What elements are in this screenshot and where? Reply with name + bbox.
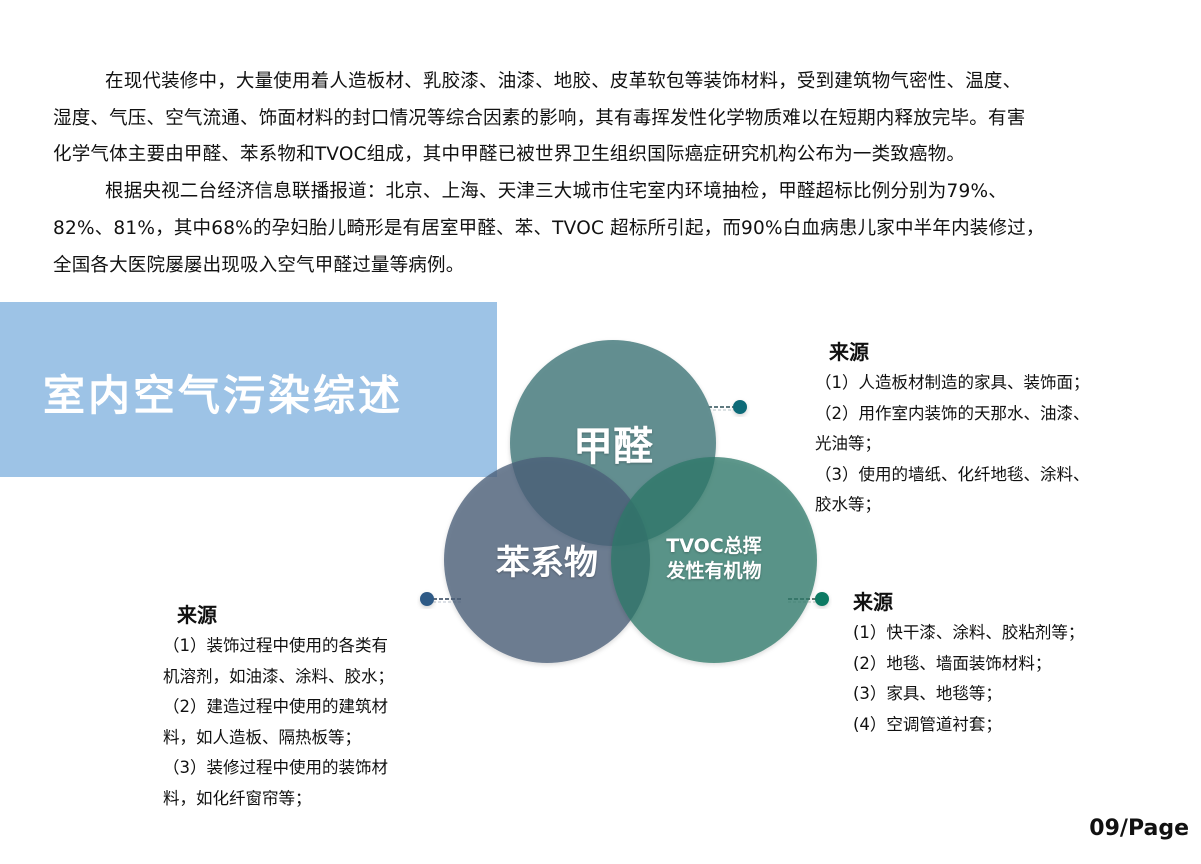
source-line: （3）装修过程中使用的装饰材 bbox=[163, 758, 388, 777]
label-benzene: 苯系物 bbox=[496, 543, 598, 583]
label-tvoc-line1: TVOC总挥 bbox=[666, 535, 762, 557]
dot-left-icon bbox=[420, 592, 434, 606]
circle-tvoc bbox=[611, 457, 817, 663]
source-line: （2）建造过程中使用的建筑材 bbox=[163, 697, 388, 716]
source-line: 胶水等； bbox=[815, 495, 881, 514]
intro-p1-line2: 湿度、气压、空气流通、饰面材料的封口情况等综合因素的影响，其有毒挥发性化学物质难… bbox=[53, 107, 1026, 129]
source-line: (3）家具、地毯等； bbox=[853, 684, 1002, 703]
source-line: （2）用作室内装饰的天那水、油漆、 bbox=[815, 403, 1090, 423]
label-tvoc-line2: 发性有机物 bbox=[666, 560, 762, 582]
source-line: （3）使用的墙纸、化纤地毯、涂料、 bbox=[815, 464, 1090, 484]
source-line: 光油等； bbox=[815, 434, 881, 453]
intro-p2-line3: 全国各大医院屡屡出现吸入空气甲醛过量等病例。 bbox=[53, 254, 465, 276]
intro-text: 在现代装修中，大量使用着人造板材、乳胶漆、油漆、地胶、皮革软包等装饰材料，受到建… bbox=[53, 64, 1153, 284]
intro-p1-line1: 在现代装修中，大量使用着人造板材、乳胶漆、油漆、地胶、皮革软包等装饰材料，受到建… bbox=[105, 71, 1022, 92]
source-line: （1）人造板材制造的家具、装饰面； bbox=[815, 373, 1090, 392]
label-tvoc: TVOC总挥 发性有机物 bbox=[652, 534, 776, 584]
source-line: (4）空调管道衬套； bbox=[853, 714, 1002, 734]
page-number: 09/Page bbox=[1089, 816, 1189, 841]
source-line: (2）地毯、墙面装饰材料； bbox=[853, 653, 1052, 673]
intro-p2-line1: 根据央视二台经济信息联播报道：北京、上海、天津三大城市住宅室内环境抽检，甲醛超标… bbox=[105, 181, 1007, 203]
dot-top-icon bbox=[733, 400, 747, 414]
source-line: 机溶剂，如油漆、涂料、胶水； bbox=[163, 666, 394, 686]
source-title: 来源 bbox=[177, 603, 217, 627]
source-line: （1）装饰过程中使用的各类有 bbox=[163, 636, 388, 655]
source-benzene: 来源 （1）装饰过程中使用的各类有 机溶剂，如油漆、涂料、胶水； （2）建造过程… bbox=[163, 601, 394, 814]
source-tvoc: 来源 (1）快干漆、涂料、胶粘剂等； (2）地毯、墙面装饰材料； (3）家具、地… bbox=[853, 588, 1084, 740]
source-formaldehyde: 来源 （1）人造板材制造的家具、装饰面； （2）用作室内装饰的天那水、油漆、 光… bbox=[815, 338, 1090, 521]
source-title: 来源 bbox=[829, 340, 869, 364]
section-title: 室内空气污染综述 bbox=[43, 371, 404, 420]
section-banner bbox=[0, 302, 497, 477]
intro-p2-line2: 82%、81%，其中68%的孕妇胎儿畸形是有居室甲醛、苯、TVOC 超标所引起，… bbox=[53, 217, 1045, 239]
source-line: 料，如人造板、隔热板等； bbox=[163, 727, 361, 747]
source-line: (1）快干漆、涂料、胶粘剂等； bbox=[853, 623, 1085, 642]
circle-benzene bbox=[444, 457, 650, 663]
connector-top bbox=[708, 406, 734, 411]
dot-right-icon bbox=[815, 592, 829, 606]
source-line: 料，如化纤窗帘等； bbox=[163, 788, 312, 808]
label-formaldehyde: 甲醛 bbox=[573, 424, 653, 470]
intro-p1-line3: 化学气体主要由甲醛、苯系物和TVOC组成，其中甲醛已被世界卫生组织国际癌症研究机… bbox=[53, 144, 966, 166]
source-title: 来源 bbox=[853, 590, 893, 614]
